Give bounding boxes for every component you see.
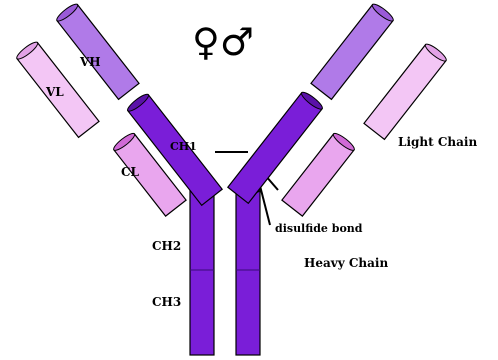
vh-domain-right	[311, 2, 395, 100]
ch1-label: CH1	[170, 140, 197, 153]
heavy-chain-stem-right	[236, 187, 260, 356]
disulfide-bond-label: disulfide bond	[275, 222, 363, 235]
vl-label: VL	[45, 85, 64, 99]
gender-symbols: ♀♂	[192, 20, 254, 64]
heavy-chain-stem-left	[190, 187, 214, 356]
ch2-label: CH2	[152, 239, 181, 253]
vl-domain-right	[364, 42, 448, 140]
heavy-chain-label: Heavy Chain	[304, 256, 388, 270]
light-chain-label: Light Chain	[398, 135, 477, 149]
ch3-label: CH3	[152, 295, 181, 309]
vh-label: VH	[79, 55, 101, 69]
cl-label: CL	[121, 165, 140, 179]
